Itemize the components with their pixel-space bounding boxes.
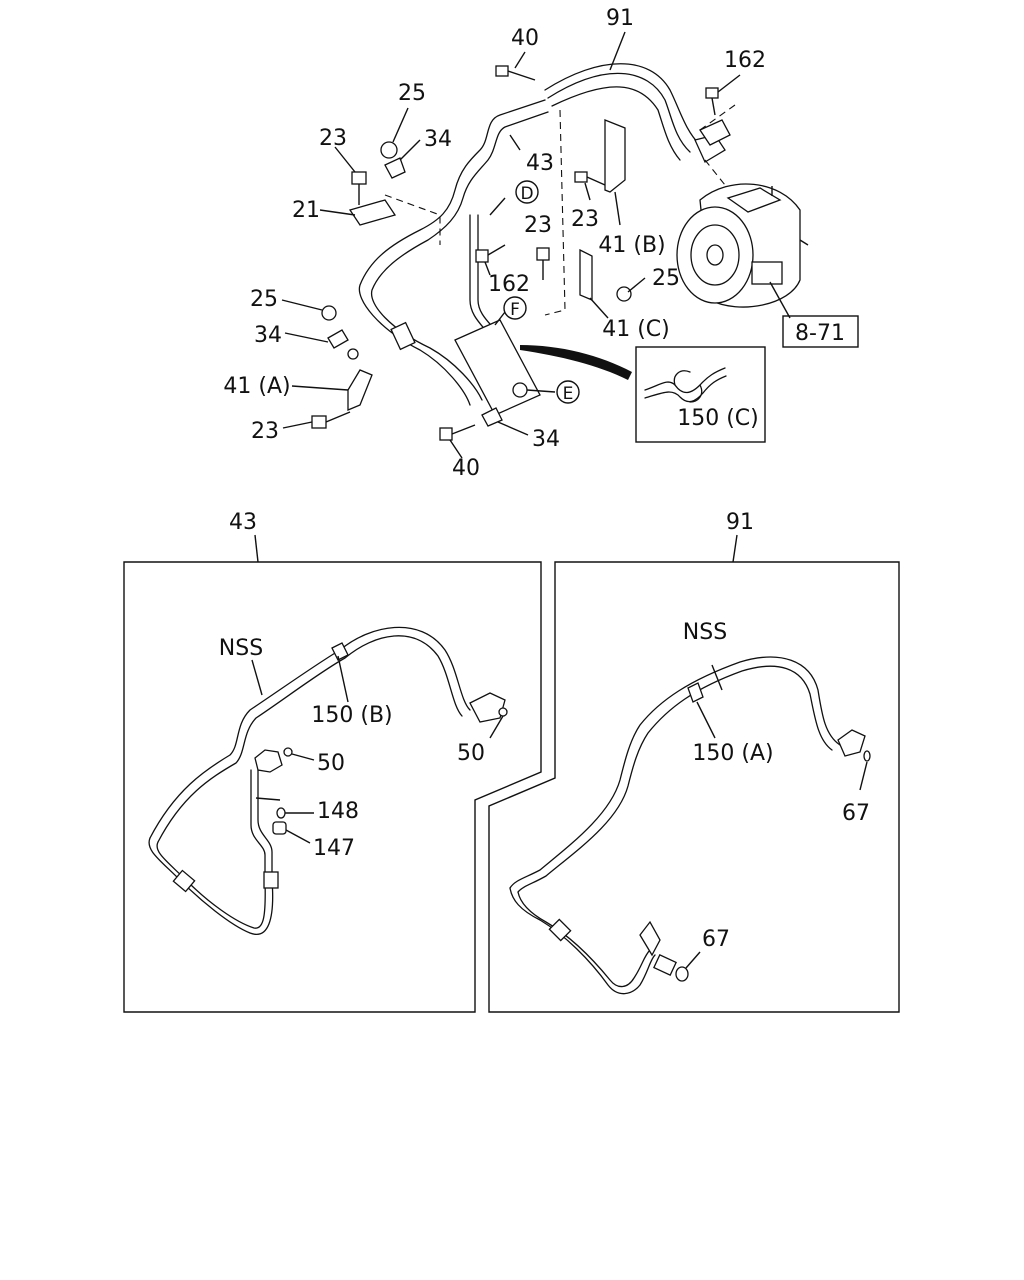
callout-34-bottom: 34 bbox=[532, 427, 560, 452]
circle-d-ring bbox=[515, 180, 539, 204]
leaders bbox=[281, 31, 791, 459]
callout-41b: 41 (B) bbox=[598, 233, 665, 258]
panel-left-title: 43 bbox=[229, 510, 257, 535]
panel-right-frame bbox=[488, 561, 900, 1013]
callout-34-top: 34 bbox=[424, 127, 452, 152]
callout-43-top: 43 bbox=[526, 151, 554, 176]
callout-40-top: 40 bbox=[511, 26, 539, 51]
callout-23-mid-a: 23 bbox=[571, 207, 599, 232]
callout-40-bottom: 40 bbox=[452, 456, 480, 481]
panel-left-50-a: 50 bbox=[317, 751, 345, 776]
circle-d-label: D bbox=[520, 184, 533, 204]
detail-box-150c bbox=[635, 346, 766, 443]
panel-left-150b: 150 (B) bbox=[311, 703, 392, 728]
callout-25-mid: 25 bbox=[652, 266, 680, 291]
callout-91: 91 bbox=[606, 6, 634, 31]
callout-150c: 150 (C) bbox=[677, 406, 759, 431]
callout-23-top: 23 bbox=[319, 126, 347, 151]
top-assembly: 91 40 162 25 23 34 43 21 23 41 (B) 23 16… bbox=[223, 6, 859, 481]
hose-91-top bbox=[544, 63, 731, 163]
panel-left-147: 147 bbox=[313, 836, 355, 861]
detail-arrow bbox=[520, 345, 632, 380]
panel-right-nss: NSS bbox=[683, 620, 727, 645]
panel-right-title: 91 bbox=[726, 510, 754, 535]
callout-25-top: 25 bbox=[398, 81, 426, 106]
circle-f-label: F bbox=[510, 300, 520, 320]
panel-left-50-b: 50 bbox=[457, 741, 485, 766]
panel-right-67-a: 67 bbox=[842, 801, 870, 826]
panel-left-148: 148 bbox=[317, 799, 359, 824]
callout-41c: 41 (C) bbox=[602, 317, 670, 342]
ref-8-71-label: 8-71 bbox=[795, 321, 845, 346]
circle-f-ring bbox=[503, 296, 527, 320]
callout-21: 21 bbox=[292, 198, 320, 223]
ref-box-8-71 bbox=[782, 315, 859, 348]
callout-162-top: 162 bbox=[724, 48, 766, 73]
panel-left-hose-43 bbox=[148, 626, 508, 935]
panel-right-hose-91 bbox=[509, 656, 871, 995]
bottom-panels: 43 NSS 150 (B) 50 50 148 147 91 NSS 150 … bbox=[123, 510, 900, 1013]
compressor bbox=[676, 183, 809, 308]
callout-25-left: 25 bbox=[250, 287, 278, 312]
callout-41a: 41 (A) bbox=[223, 374, 290, 399]
callout-23-bottom: 23 bbox=[251, 419, 279, 444]
callout-162-mid: 162 bbox=[488, 272, 530, 297]
fasteners bbox=[311, 65, 719, 441]
panel-left-frame bbox=[123, 561, 542, 1013]
panel-right-67-b: 67 bbox=[702, 927, 730, 952]
circle-e-label: E bbox=[563, 384, 574, 404]
callout-34-left: 34 bbox=[254, 323, 282, 348]
panel-left-nss: NSS bbox=[219, 636, 263, 661]
circle-e-ring bbox=[556, 380, 580, 404]
callout-23-mid-b: 23 bbox=[524, 213, 552, 238]
panel-right-150a: 150 (A) bbox=[692, 741, 773, 766]
